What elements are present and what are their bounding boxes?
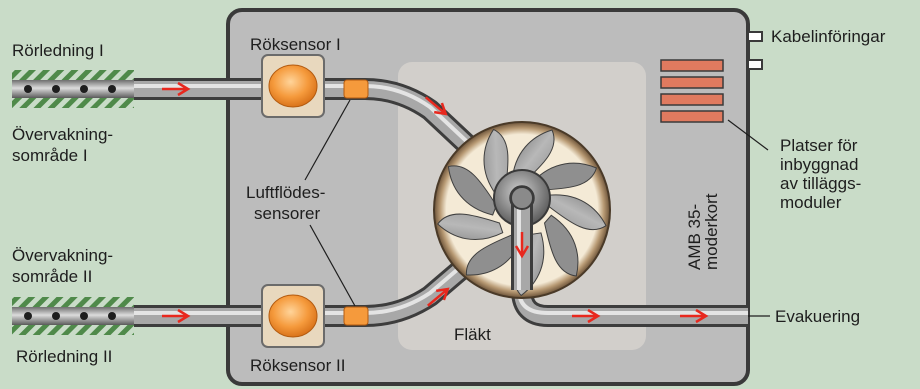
label-pipe-2: Rörledning II bbox=[16, 347, 112, 366]
module-slots bbox=[660, 59, 724, 123]
fan-blade bbox=[543, 214, 579, 277]
label-monitoring-area-1: Övervakning- sområde I bbox=[12, 125, 118, 165]
fan-blade bbox=[547, 194, 607, 231]
fan-blade bbox=[531, 162, 598, 191]
arrow-icon bbox=[427, 287, 450, 307]
airflow-sensor-1 bbox=[343, 79, 369, 99]
label-exhaust: Evakuering bbox=[775, 307, 860, 326]
pipe-1-perforated bbox=[12, 70, 134, 108]
airflow-sensor-2 bbox=[343, 306, 369, 326]
label-pipe-1: Rörledning I bbox=[12, 41, 104, 60]
label-airflow-sensors: Luftflödes- sensorer bbox=[246, 183, 330, 223]
fan-blade bbox=[447, 165, 497, 216]
arrow-icon bbox=[162, 308, 191, 324]
cable-entry-connectors bbox=[747, 31, 763, 70]
arrow-icon bbox=[572, 308, 601, 324]
pipe-2-perforated bbox=[12, 297, 134, 335]
arrow-icon bbox=[162, 81, 191, 97]
smoke-sensor-1 bbox=[261, 54, 325, 118]
label-monitoring-area-2: Övervakning- sområde II bbox=[12, 246, 118, 286]
arrow-icon bbox=[425, 96, 448, 116]
arrow-icon bbox=[680, 308, 709, 324]
label-smoke-sensor-1: Röksensor I bbox=[250, 35, 341, 54]
flow-arrows bbox=[162, 81, 709, 324]
label-module-slots: Platser för inbyggnad av tilläggs- modul… bbox=[780, 136, 866, 212]
label-mainboard: AMB 35- moderkort bbox=[685, 193, 721, 270]
leader-lines bbox=[304, 99, 770, 317]
label-cable-entries: Kabelinföringar bbox=[771, 27, 886, 46]
smoke-sensor-2 bbox=[261, 284, 325, 348]
arrow-icon bbox=[514, 232, 530, 259]
label-fan: Fläkt bbox=[454, 325, 491, 344]
fan-blade bbox=[437, 213, 504, 240]
label-smoke-sensor-2: Röksensor II bbox=[250, 356, 345, 375]
